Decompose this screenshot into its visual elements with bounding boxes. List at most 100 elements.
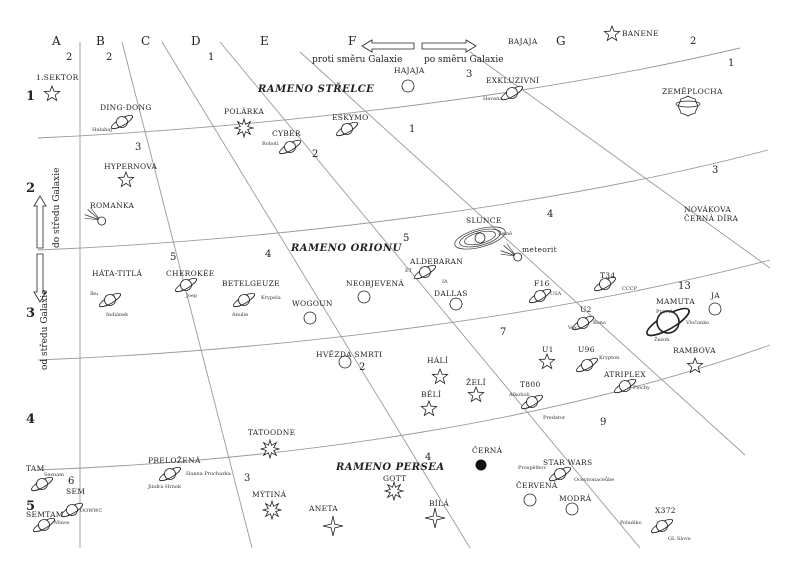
sector-number: 2 [66,52,72,63]
black-hole-icon [475,459,487,471]
sector-number: 3 [135,142,141,153]
star-icon [420,399,438,417]
saturn-icon [175,277,197,293]
saturn-icon [549,466,571,482]
object-label: HÁTA-TITLÁ [92,269,142,278]
object-romanka: ROMANKA [84,201,134,226]
object-novakova: NOVÁKOVA [684,205,731,214]
object-cervena: ČERVENÁ [516,481,558,507]
direction-from-center: od středu Galaxie [39,290,50,370]
object-eskymo: ESKYMO [332,113,368,137]
row-label-1: 1 [26,89,35,104]
object-hypernova: HYPERNOVA [104,162,158,188]
moon-label: Minos [54,520,70,526]
moon-label: IA [442,279,448,285]
object-banene: BANENE [603,24,659,42]
moon-label: Indiánek [106,311,129,318]
object-label: meteorit [522,245,557,254]
object-rambova: RAMBOVA [673,346,716,374]
moon-label: Krypton [599,355,620,361]
object-label: JA [710,291,720,300]
arrow-icon [33,195,47,249]
object-label: X372 [655,506,676,515]
saturn-icon [33,517,55,533]
moon-label: Roboti [262,141,279,147]
object-sektor1: 1.SEKTOR [36,73,79,102]
direction-arrows: proti směru Galaxie po směru Galaxie do … [33,39,504,370]
object-label: BĚLÍ [421,390,441,399]
moon-label: Pravula [656,309,675,315]
sector-number: 13 [678,281,691,292]
moon-label: Prospělhov [518,464,546,471]
column-label-g: G [556,34,566,48]
moon-label: Predator [543,415,566,421]
moon-label: Havana [483,96,502,102]
sector-number: 3 [466,69,472,80]
object-label: U2 [580,305,592,314]
grid-parallels [37,47,771,471]
saturn-icon [233,292,255,308]
object-label: SLUNCE [466,216,502,225]
object-tatoodne: TATOODNE [248,428,295,460]
burst-icon [259,438,281,460]
object-label: ZEMĚPLOCHA [662,87,723,96]
object-mytina: MÝTINÁ [252,490,287,521]
object-label: BAJAJA [508,37,538,46]
moon-label: Žezoh [654,335,670,343]
object-label: CYBER [272,129,301,138]
sector-number: 5 [403,233,409,244]
column-label-c: C [141,34,150,48]
object-label: SEM [66,487,85,496]
object-label: NEOBJEVENÁ [346,279,404,288]
object-meteorit: meteorit [500,243,557,262]
saturn-icon [594,276,616,292]
object-label: HVĚZDA SMRTI [316,350,382,359]
sector-number: 2 [359,362,365,373]
sector-number: 4 [547,209,553,220]
object-label: BETELGEUZE [222,279,280,288]
moon-label: Hanna Prochazka [186,471,231,477]
object-label: MAMUTA [656,297,695,306]
saturn-icon [651,518,673,534]
moon-label: Plochy [633,385,650,391]
sector-number: 9 [600,417,606,428]
object-label: 1.SEKTOR [36,73,79,82]
celestial-objects: 1.SEKTORDING-DONGHulahajHYPERNOVAROMANKA… [26,24,738,542]
star-icon [467,385,485,403]
moon-label: ET [405,268,413,274]
direction-against-galaxy: proti směru Galaxie [312,54,402,65]
saturn-icon [529,288,551,304]
object-bajaja: BAJAJA [508,37,538,46]
moon-label: Krypela [261,295,281,301]
star-icon [603,24,621,42]
planet-icon [565,502,579,516]
object-label: HYPERNOVA [104,162,158,171]
arm-labels: RAMENO STŘELCE RAMENO ORIONU RAMENO PERS… [257,83,444,473]
moon-label: Bono [593,320,606,326]
object-label: BANENE [622,29,659,38]
sector-number: 3 [244,473,250,484]
object-hali: HÁLÍ [427,356,449,385]
saturn-icon [572,315,594,331]
saturn-icon [614,378,636,394]
object-label: MÝTINÁ [252,490,287,499]
row-labels: 1 2 3 4 5 [26,89,35,514]
moon-label: Joep [185,293,197,299]
object-modra: MODRÁ [559,494,591,516]
moon-label: Země [498,230,512,237]
row-label-4: 4 [26,412,35,427]
column-label-f: F [348,34,356,48]
arrow-icon [421,39,477,53]
object-wogoun: WOGOUN [292,299,333,325]
